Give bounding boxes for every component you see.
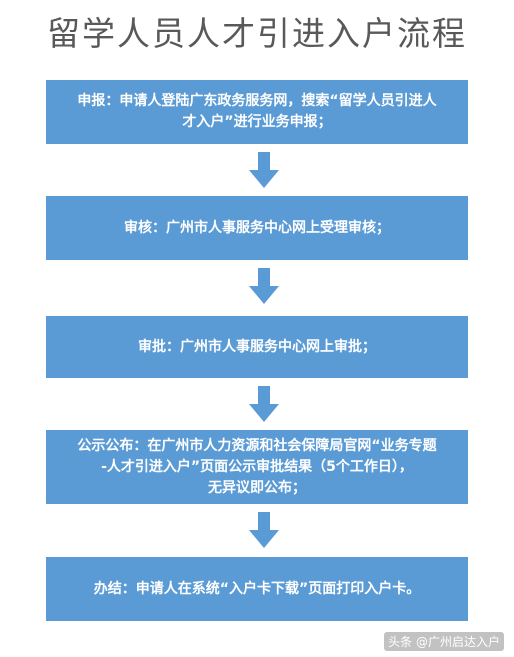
down-arrow-icon bbox=[249, 152, 279, 188]
step-box-review: 审核：广州市人事服务中心网上受理审核； bbox=[46, 196, 468, 260]
watermark-label: 头条 @广州启达入户 bbox=[384, 632, 504, 651]
down-arrow-icon bbox=[249, 386, 279, 422]
page-title: 留学人员人才引进入户流程 bbox=[47, 14, 467, 53]
step-text-line: 办结：申请人在系统“入户卡下载”页面打印入户卡。 bbox=[93, 580, 421, 597]
down-arrow-icon bbox=[249, 512, 279, 548]
step-box-publicize: 公示公布：在广州市人力资源和社会保障局官网“业务专题 -人才引进入户”页面公示审… bbox=[46, 430, 468, 504]
step-text-line: 才入户”进行业务申报； bbox=[182, 114, 332, 130]
step-text-line: -人才引进入户”页面公示审批结果（5个工作日）， bbox=[101, 458, 413, 475]
step-text-line: 审批：广州市人事服务中心网上审批； bbox=[138, 338, 376, 355]
down-arrow-icon bbox=[249, 268, 279, 304]
step-text-line: 公示公布：在广州市人力资源和社会保障局官网“业务专题 bbox=[77, 437, 437, 454]
step-box-approve: 审批：广州市人事服务中心网上审批； bbox=[46, 316, 468, 378]
step-box-complete: 办结：申请人在系统“入户卡下载”页面打印入户卡。 bbox=[46, 557, 468, 621]
step-text-line: 审核：广州市人事服务中心网上受理审核； bbox=[124, 219, 390, 236]
step-text-line: 申报：申请人登陆广东政务服务网，搜索“留学人员引进人 bbox=[77, 93, 437, 109]
step-text-line: 无异议即公布； bbox=[207, 479, 306, 496]
step-box-apply: 申报：申请人登陆广东政务服务网，搜索“留学人员引进人 才入户”进行业务申报； bbox=[46, 80, 468, 144]
